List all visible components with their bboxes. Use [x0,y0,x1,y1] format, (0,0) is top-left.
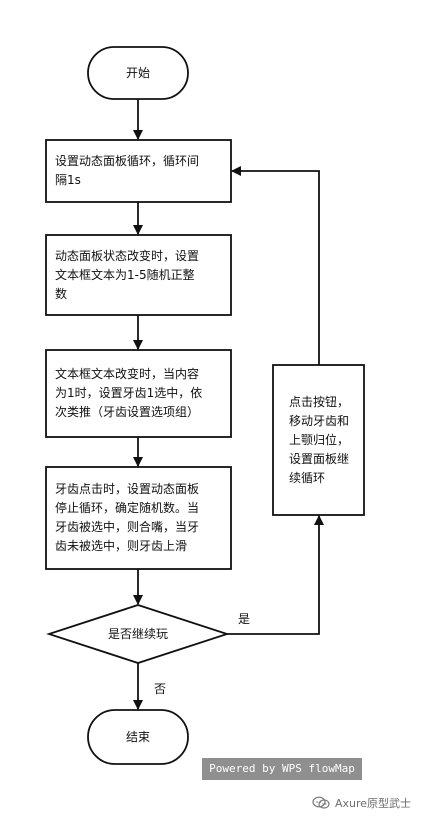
powered-by-badge: Powered by WPS flowMap [202,758,362,780]
yes-edge-label: 是 [238,612,251,626]
no-edge-label: 否 [154,682,167,696]
loop-action-box [272,364,365,516]
decision-diamond [46,604,230,664]
wechat-watermark: Axure原型武士 [312,795,411,811]
step1-box [45,139,232,203]
wechat-icon [312,796,330,810]
step3-box [45,349,232,438]
end-terminal [87,709,189,765]
loop-return-path [231,166,320,365]
step4-box [45,466,232,570]
step2-box [45,234,232,316]
decision-yes-path [227,515,324,635]
start-terminal [87,46,189,100]
watermark-label: Axure原型武士 [335,797,412,810]
